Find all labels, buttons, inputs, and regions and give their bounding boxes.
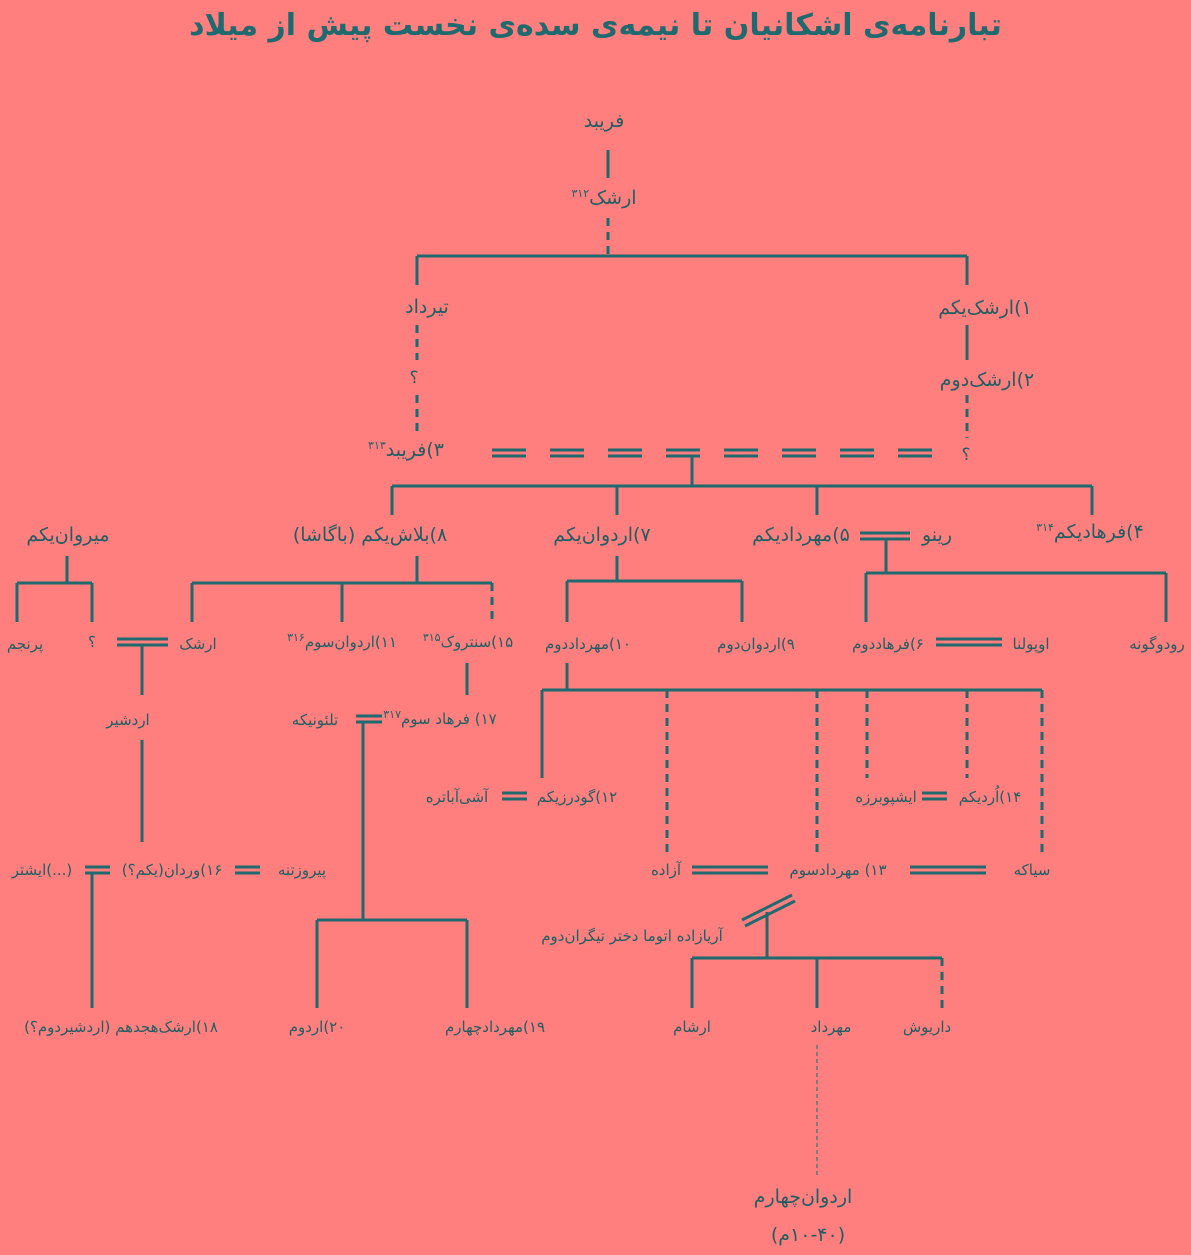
node-opolna: اوپولنا [1012,635,1050,653]
node-q2: ؟ [961,445,971,465]
node-telonike: تلئونیکه [291,711,339,729]
node-sanatruk: ۱۵)سنتروک۳۱۵ [422,631,514,651]
node-siyake: سیاکه [1013,861,1051,879]
node-balash1: ۸)بلاش‌یکم (باگاشا) [292,524,448,546]
node-farhad2: ۶)فرهاددوم [852,635,924,653]
node-faribad: فریبد [583,110,625,132]
node-rino: رینو [921,524,953,546]
node-meyrvan1: میروان‌یکم [26,524,110,546]
node-ardavan3: ۱۱)اردوان‌سوم۳۱۶ [287,631,397,651]
node-farhad1: ۴)فرهادیکم۳۱۴ [1036,520,1144,544]
node-dariush: داریوش [902,1018,952,1036]
node-parnajm: پرنجم [6,635,44,653]
node-arsham: ارشام [673,1018,711,1036]
node-q1: ؟ [409,368,419,388]
node-ishpobarze: ایشپوبرزه [855,788,917,806]
node-ashi: آشی‌آباتره [425,788,489,806]
node-arshk-b: ارشک [179,635,217,653]
node-ardavan4: اردوان‌چهارم [753,1186,853,1208]
node-arsak18: ۱۸)ارشک‌هجدهم (اردشیردوم؟) [24,1018,218,1036]
node-farhad3: ۱۷) فرهاد سوم۳۱۷ [383,708,497,728]
node-ishtar: (...)ایشتر [11,861,73,879]
node-ariyazade: آریازاده اتوما دختر تیگران‌دوم [541,927,723,945]
node-pirozatne: پیروزتنه [277,861,327,879]
node-orod2: ۲۰)اردوم [288,1018,346,1036]
node-arsak1: ۱)ارشک‌یکم [938,297,1032,319]
node-arsak: ارشک۳۱۲ [571,186,637,210]
node-godarz1: ۱۲)گودرزیکم [536,788,618,806]
node-rodogune: رودوگونه [1129,635,1185,653]
node-q3: ؟ [88,633,96,651]
node-mehrdad1: ۵)مهردادیکم [752,524,850,546]
node-vardan: ۱۶)وردان(یکم؟) [121,861,223,879]
node-ardavan1: ۷)اردوان‌یکم [553,524,651,546]
node-azade: آزاده [650,861,682,879]
node-ardashir: اردشیر [106,711,150,729]
marriage-faribad3 [492,448,932,458]
node-mehrdad2: ۱۰)مهرداددوم [545,635,631,653]
node-mehrdad-s: مهرداد [810,1018,852,1036]
node-arsak2: ۲)ارشک‌دوم [939,369,1035,391]
node-ardavan2: ۹)اردوان‌دوم [717,635,795,653]
node-ordikam: ۱۴)اُردیکم [958,788,1022,806]
node-mehrdad4: ۱۹)مهردادچهارم [444,1018,546,1036]
diagram-title: تبارنامه‌ی اشکانیان تا نیمه‌ی سده‌ی نخست… [189,8,1002,43]
node-tirdad: تیرداد [405,296,449,318]
node-ardavan4-years: (۱۰-۴۰م) [770,1224,846,1246]
node-faribad3: ۳)فریبد۳۱۳ [368,438,444,462]
node-mehrdad3: ۱۳) مهردادسوم [789,861,887,879]
